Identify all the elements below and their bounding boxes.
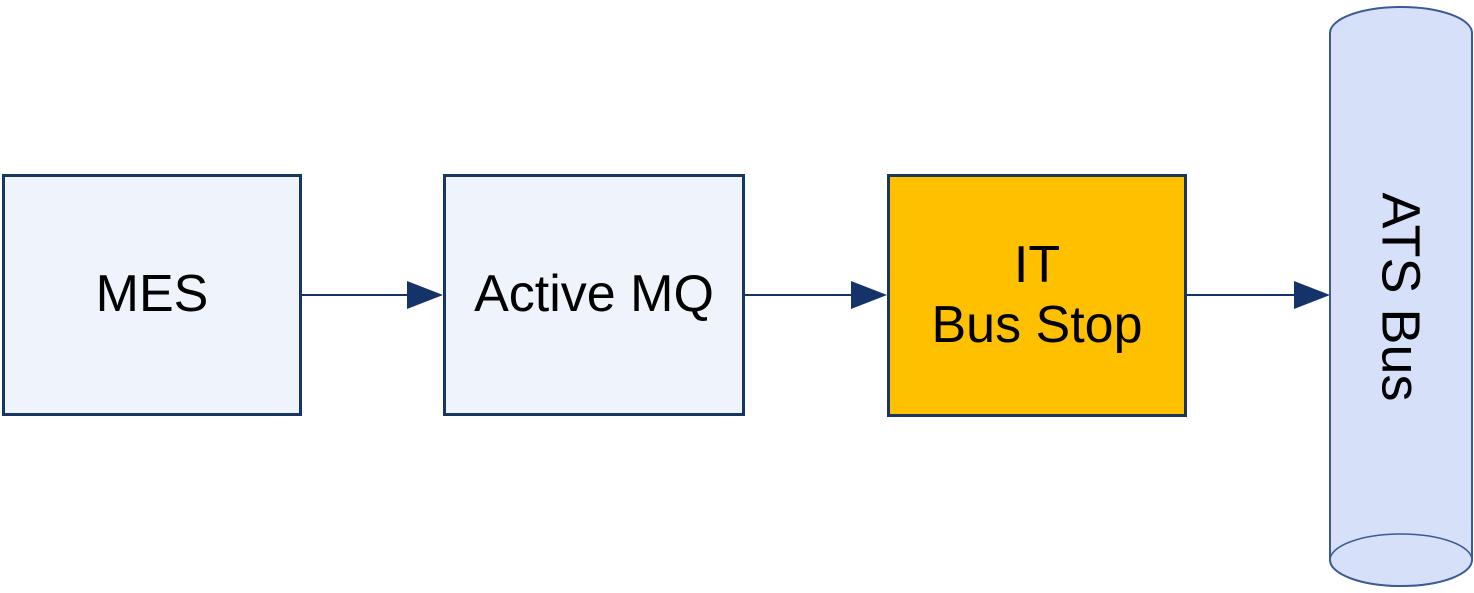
node-mes: MES [2,174,302,416]
node-it-bus-stop-label: IT Bus Stop [931,235,1143,354]
arrow-mes-to-activemq [302,281,443,309]
arrow-shaft [1187,294,1294,296]
arrowhead-icon [1294,281,1330,309]
node-active-mq: Active MQ [443,174,745,416]
arrowhead-icon [851,281,887,309]
arrow-shaft [745,294,851,296]
arrow-activemq-to-itbusstop [745,281,887,309]
node-it-bus-stop: IT Bus Stop [887,174,1187,417]
arrow-shaft [302,294,407,296]
cylinder-shape-ats-bus [1329,6,1473,587]
cylinder-body [1329,6,1473,587]
node-mes-label: MES [95,265,209,324]
cylinder-bottom-ellipse [1329,533,1473,587]
arrowhead-icon [407,281,443,309]
node-active-mq-label: Active MQ [474,265,714,324]
arrow-itbusstop-to-atsbus [1187,281,1330,309]
